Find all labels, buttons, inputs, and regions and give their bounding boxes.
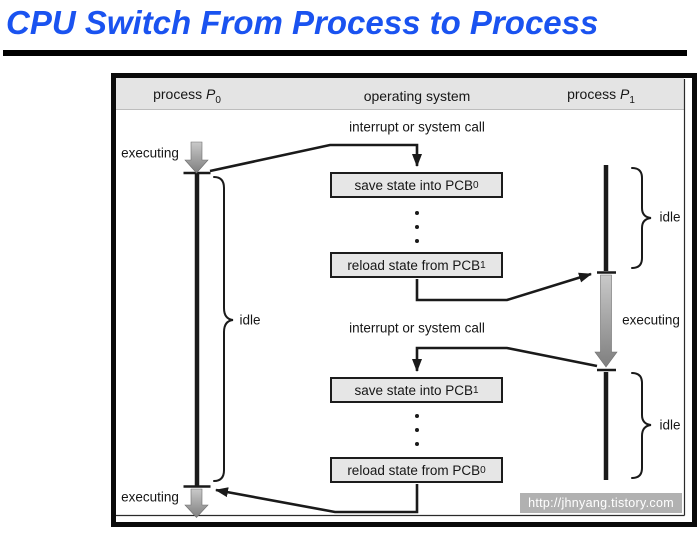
column-label-process-p0: process P0 xyxy=(153,86,221,106)
column-label-process-p1: process P1 xyxy=(567,86,635,106)
column-label-operating-system: operating system xyxy=(363,88,471,104)
p1-executing-label: executing xyxy=(622,312,680,328)
p0-executing-label-top: executing xyxy=(121,145,179,161)
p1-idle-label-bottom: idle xyxy=(659,417,681,433)
slide-title: CPU Switch From Process to Process xyxy=(6,4,599,41)
p0-executing-label-bottom: executing xyxy=(121,489,179,505)
diagram-frame xyxy=(111,73,697,527)
p1-idle-label-top: idle xyxy=(659,209,681,225)
diagram-header-band xyxy=(116,78,684,110)
interrupt-label-top: interrupt or system call xyxy=(349,119,485,135)
interrupt-label-bottom: interrupt or system call xyxy=(349,320,485,336)
watermark-url: http://jhnyang.tistory.com xyxy=(520,493,682,513)
title-divider-bar xyxy=(3,50,687,56)
p0-idle-label: idle xyxy=(239,312,261,328)
